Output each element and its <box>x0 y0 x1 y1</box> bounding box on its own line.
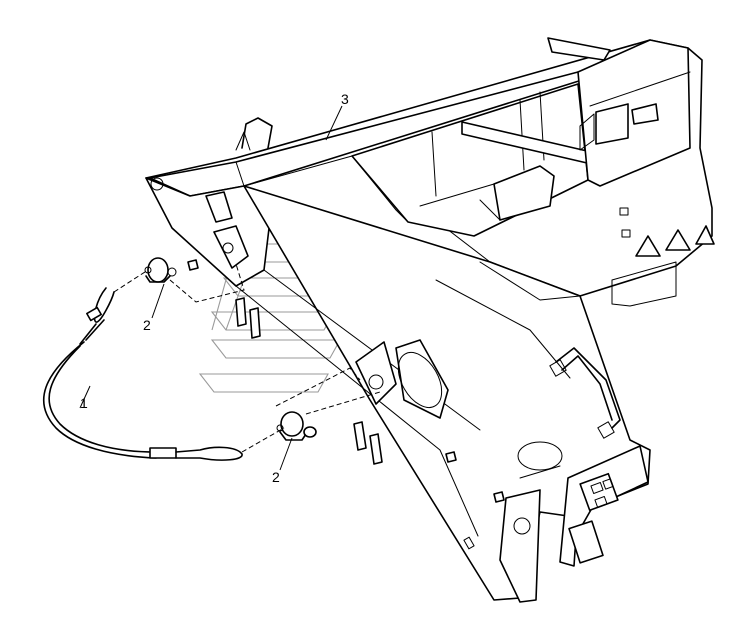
callout-3-label: 3 <box>341 91 349 107</box>
shackle-upper-group <box>144 117 273 339</box>
callout-2-lower-label: 2 <box>272 469 280 485</box>
shackle-lower-group <box>275 367 505 503</box>
callout-1-label: 1 <box>80 395 88 411</box>
callout-2-lower: 2 <box>272 437 293 485</box>
callout-2-upper: 2 <box>143 283 165 333</box>
cable-assembly <box>42 269 285 461</box>
main-frame <box>145 37 715 603</box>
callout-3: 3 <box>325 91 349 141</box>
callout-1: 1 <box>79 385 91 411</box>
callout-2-upper-label: 2 <box>143 317 151 333</box>
shackle-icon-lower <box>276 411 317 441</box>
shackle-icon-upper <box>144 257 177 283</box>
